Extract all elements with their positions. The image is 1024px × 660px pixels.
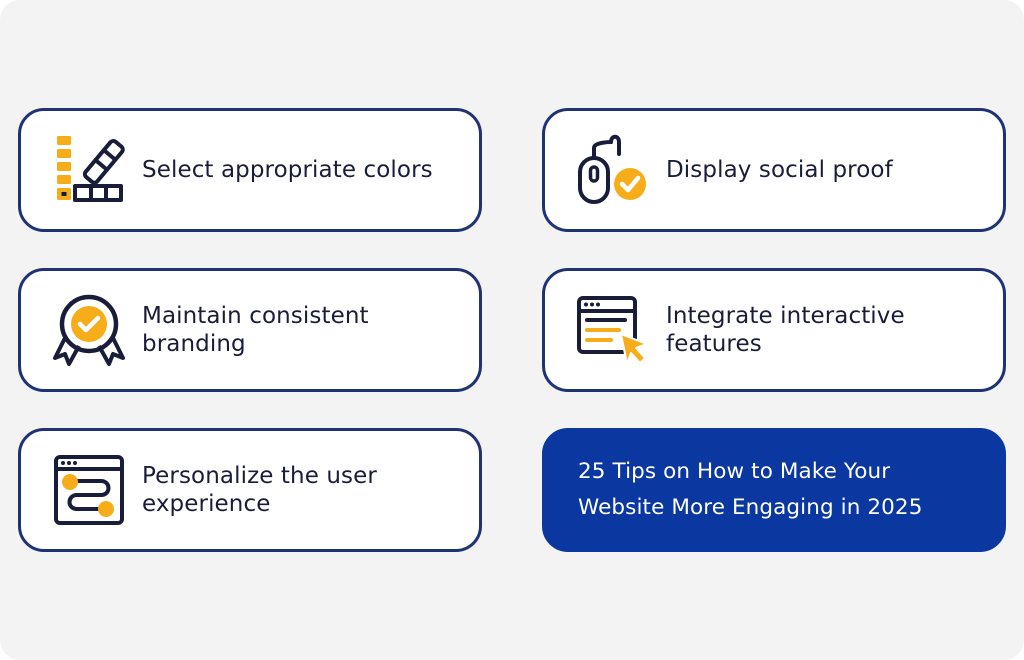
tip-card-interactive-features: Integrate interactive features xyxy=(542,268,1006,392)
tip-card-social-proof: Display social proof xyxy=(542,108,1006,232)
tip-label: Display social proof xyxy=(666,157,893,183)
browser-flow-icon xyxy=(51,452,127,528)
tip-card-select-colors: Select appropriate colors xyxy=(18,108,482,232)
tip-label: Personalize the user experience xyxy=(142,463,377,517)
tip-label: Integrate interactive features xyxy=(666,303,905,357)
color-swatch-icon xyxy=(51,132,127,208)
mouse-check-icon xyxy=(575,132,651,208)
browser-cursor-icon xyxy=(575,292,651,368)
article-title: 25 Tips on How to Make Your Website More… xyxy=(578,459,923,520)
badge-award-icon xyxy=(51,292,127,368)
tip-card-personalize-experience: Personalize the user experience xyxy=(18,428,482,552)
article-title-card: 25 Tips on How to Make Your Website More… xyxy=(542,428,1006,552)
tip-label: Maintain consistent branding xyxy=(142,303,369,357)
tip-card-consistent-branding: Maintain consistent branding xyxy=(18,268,482,392)
tip-label: Select appropriate colors xyxy=(142,157,433,183)
